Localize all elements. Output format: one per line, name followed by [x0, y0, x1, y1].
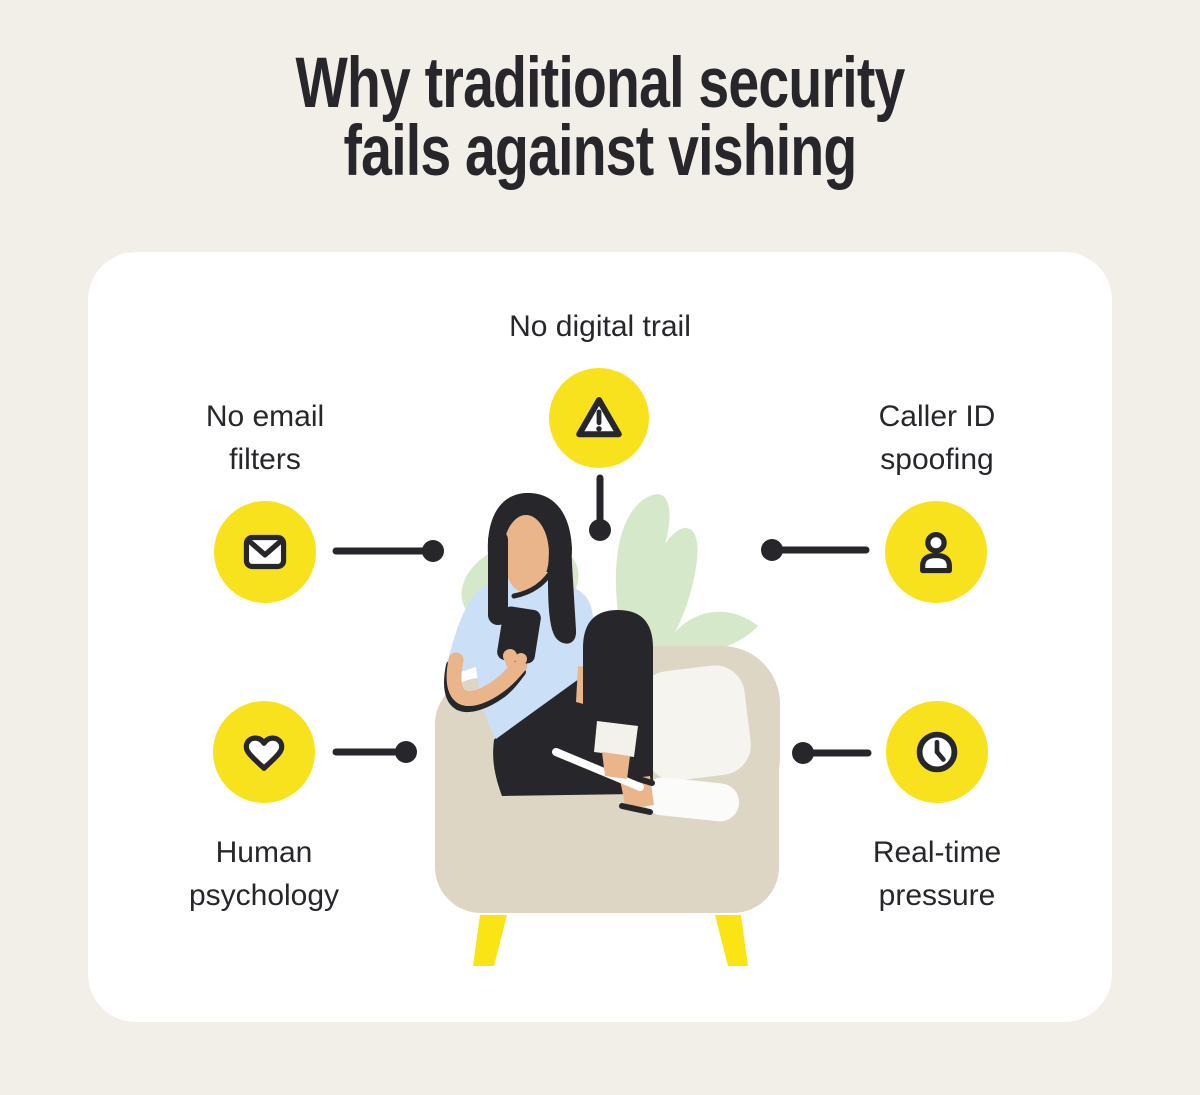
warning-triangle-icon: [576, 397, 622, 438]
label-caller-id-spoofing: Caller ID spoofing: [787, 395, 1087, 481]
label-no-email-filters: No email filters: [115, 395, 415, 481]
label-real-time-pressure: Real-time pressure: [787, 831, 1087, 917]
envelope-icon: [243, 534, 287, 570]
badge-no-digital-trail: [549, 368, 649, 468]
heart-icon: [243, 735, 285, 771]
page-title-line1: Why traditional security: [295, 44, 905, 123]
page-title-line2: fails against vishing: [343, 112, 858, 191]
person-icon: [920, 531, 952, 574]
clock-icon: [916, 731, 958, 773]
badge-human-psychology: [213, 701, 315, 803]
label-real-time-pressure-line2: pressure: [878, 879, 996, 912]
label-no-email-filters-line2: filters: [229, 443, 301, 476]
label-no-digital-trail: No digital trail: [450, 305, 750, 348]
label-caller-id-spoofing-line2: spoofing: [880, 443, 994, 476]
badge-real-time-pressure: [886, 701, 988, 803]
label-caller-id-spoofing-line1: Caller ID: [878, 400, 996, 433]
label-no-digital-trail-text: No digital trail: [509, 310, 691, 343]
label-real-time-pressure-line1: Real-time: [872, 836, 1002, 869]
badge-caller-id-spoofing: [885, 501, 987, 603]
label-no-email-filters-line1: No email: [205, 400, 325, 433]
label-human-psychology: Human psychology: [114, 831, 414, 917]
badge-no-email-filters: [214, 501, 316, 603]
label-human-psychology-line2: psychology: [188, 879, 340, 912]
label-human-psychology-line1: Human: [215, 836, 313, 869]
